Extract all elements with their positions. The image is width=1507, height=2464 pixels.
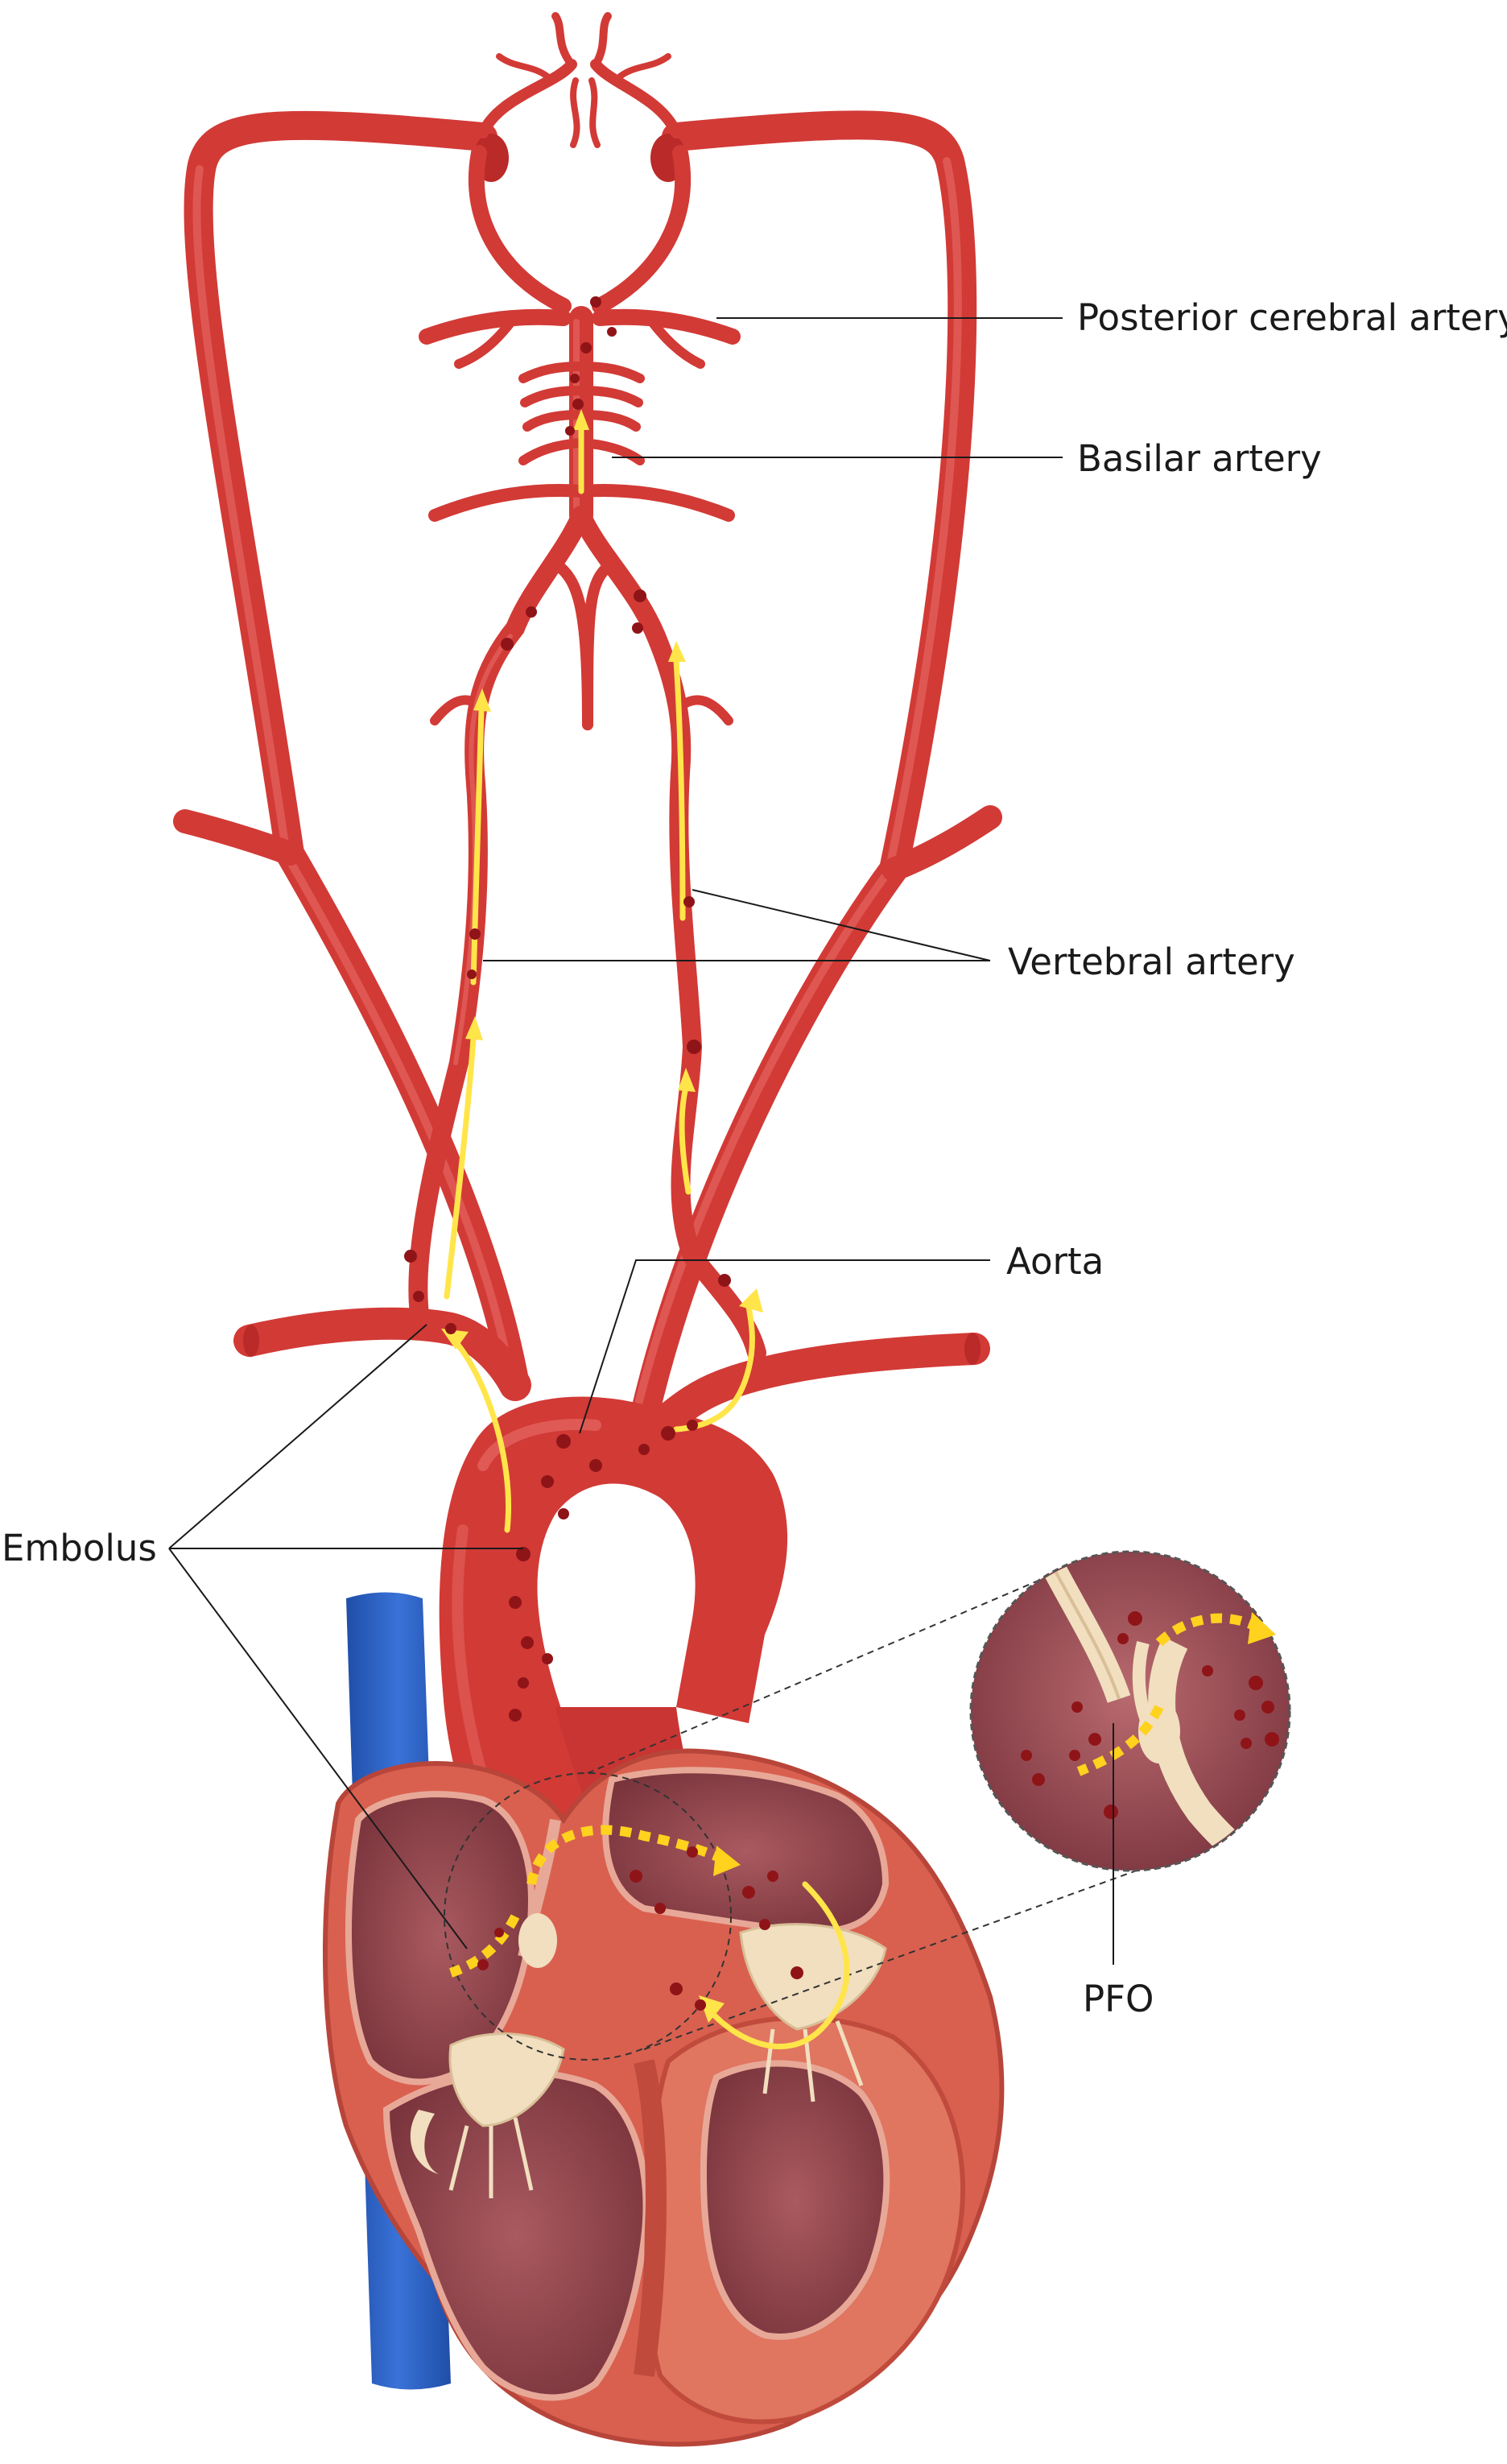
pfo-highlight-circle [444, 1772, 732, 2061]
leader-lines [168, 317, 1114, 1965]
label-posterior-cerebral-artery: Posterior cerebral artery [1077, 296, 1507, 339]
label-aorta: Aorta [1006, 1240, 1104, 1283]
basilar-artery [428, 306, 735, 730]
label-pfo: PFO [1083, 1978, 1154, 2020]
mitral-valve [739, 1923, 887, 2031]
subclavian-arteries [233, 1307, 990, 1441]
right-ventricle [382, 2069, 650, 2401]
pfo-flap [518, 1913, 557, 1968]
label-basilar-artery: Basilar artery [1077, 437, 1322, 480]
pfo-magnified-inset [969, 1550, 1291, 1872]
right-atrium [345, 1791, 535, 2086]
tricuspid-valve [448, 2032, 565, 2127]
left-ventricle [700, 2060, 890, 2340]
carotid-arteries [173, 110, 1002, 1432]
blood-flow-arrows [441, 409, 850, 2049]
circle-of-willis [419, 12, 741, 369]
label-vertebral-artery: Vertebral artery [1008, 941, 1295, 983]
label-embolus: Embolus [2, 1527, 157, 1569]
emboli [404, 296, 1279, 2011]
